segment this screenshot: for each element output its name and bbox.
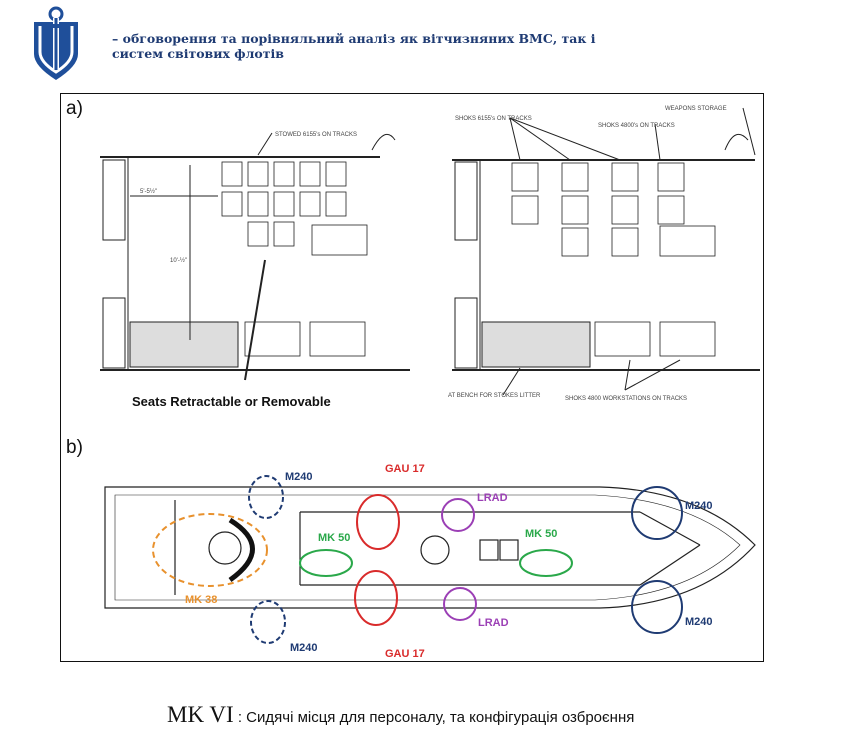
- section-a-label: a): [66, 98, 83, 119]
- navy-anchor-logo: [34, 6, 78, 80]
- label-gau17-bottom: GAU 17: [385, 648, 425, 660]
- weapon-ring-mk38: [152, 513, 268, 587]
- header-subtitle: – обговорення та порівняльний аналіз як …: [112, 31, 596, 61]
- callout-weapons-storage: WEAPONS STORAGE: [665, 106, 727, 112]
- caption-model: MK VI: [167, 702, 234, 727]
- weapon-ring-mk50-right: [519, 549, 573, 577]
- seating-plan-left: [100, 132, 410, 381]
- figure-frame: [60, 93, 764, 662]
- label-m240-right-top: M240: [685, 500, 713, 512]
- weapon-ring-gau17-top: [356, 494, 400, 550]
- callout-shoks-6155: SHOKS 6155's ON TRACKS: [455, 116, 532, 122]
- seating-plan-right: [452, 107, 760, 396]
- seats-note: Seats Retractable or Removable: [132, 394, 331, 409]
- label-m240-bottom-left: M240: [290, 642, 318, 654]
- weapon-ring-m240-top-left: [248, 475, 284, 519]
- label-m240-right-bottom: M240: [685, 616, 713, 628]
- section-b-label: b): [66, 437, 83, 458]
- callout-shoks-4800: SHOKS 4800's ON TRACKS: [598, 123, 675, 129]
- header-line-1: – обговорення та порівняльний аналіз як …: [112, 31, 596, 46]
- callout-workstations: SHOKS 4800 WORKSTATIONS ON TRACKS: [565, 396, 687, 402]
- weapon-ring-lrad-top: [441, 498, 475, 532]
- weapon-ring-m240-right-top: [631, 486, 683, 540]
- callout-bench: AT BENCH FOR STOKES LITTER: [448, 393, 541, 399]
- header-line-2: систем світових флотів: [112, 46, 284, 61]
- weapon-ring-gau17-bottom: [354, 570, 398, 626]
- dimension-horizontal: 5'-5½": [140, 188, 157, 195]
- caption-text: : Сидячі місця для персоналу, та конфігу…: [233, 709, 635, 726]
- label-lrad-top: LRAD: [477, 492, 508, 504]
- label-mk50-left: MK 50: [318, 532, 350, 544]
- weapon-ring-lrad-bottom: [443, 587, 477, 621]
- weapon-ring-mk50-left: [299, 549, 353, 577]
- label-mk38: MK 38: [185, 594, 217, 606]
- label-mk50-right: MK 50: [525, 528, 557, 540]
- ship-outline: [104, 486, 756, 609]
- label-gau17-top: GAU 17: [385, 463, 425, 475]
- label-lrad-bottom: LRAD: [478, 617, 509, 629]
- figure-caption: MK VI : Сидячі місця для персоналу, та к…: [167, 702, 634, 728]
- dimension-vertical: 10'-½": [170, 257, 187, 264]
- callout-stowed-6155: STOWED 6155's ON TRACKS: [275, 132, 357, 138]
- label-m240-top-left: M240: [285, 471, 313, 483]
- weapon-ring-m240-bottom-left: [250, 600, 286, 644]
- weapon-ring-m240-right-bottom: [631, 580, 683, 634]
